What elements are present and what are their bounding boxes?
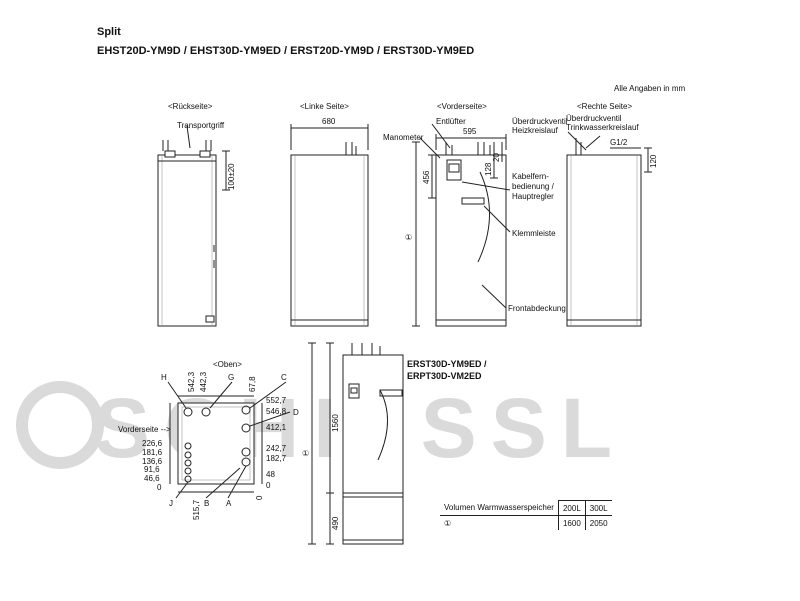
- units-note: Alle Angaben in mm: [614, 84, 686, 93]
- tall-dim-upper: 1560: [331, 414, 340, 432]
- front-view: [412, 123, 511, 327]
- tall-unit-view: [308, 342, 404, 545]
- left-dim-2: 181,6: [142, 448, 163, 457]
- model-list-title: EHST20D-YM9D / EHST30D-YM9ED / ERST20D-Y…: [97, 45, 475, 57]
- terminal-label: Klemmleiste: [512, 229, 556, 238]
- table-row: Volumen Warmwasserspeicher 200L 300L: [440, 500, 612, 516]
- left-dim-4: 91,6: [144, 465, 160, 474]
- handle-height-dim: 100±20: [227, 163, 236, 190]
- connection-c: C: [281, 373, 287, 382]
- thread-label: G1/2: [610, 138, 628, 147]
- bottom-dim-1: 515,7: [192, 499, 201, 520]
- left-dim-6: 0: [157, 483, 162, 492]
- right-dim-1: 552,7: [266, 396, 287, 405]
- tall-model-label-2: ERPT30D-VM2ED: [407, 371, 482, 381]
- valve-dhw-label-1: Überdruckventil: [566, 114, 622, 123]
- tall-height-symbol: ①: [302, 449, 309, 458]
- right-dim-3: 412,1: [266, 423, 287, 432]
- series-title: Split: [97, 26, 121, 38]
- right-side-view: [566, 131, 652, 327]
- front-cover-label: Frontabdeckung: [508, 304, 566, 313]
- top-dim-1: 542,3: [187, 371, 196, 392]
- valve-heating-label-2: Heizkreislauf: [512, 126, 559, 135]
- right-dim-2: 546,8: [266, 407, 287, 416]
- tall-dim-lower: 490: [331, 516, 340, 530]
- remote-label-2: bedienung /: [512, 182, 555, 191]
- tall-model-label-1: ERST30D-YM9ED /: [407, 359, 487, 369]
- table-row: ① 1600 2050: [440, 515, 612, 530]
- manometer-label: Manometer: [383, 133, 424, 142]
- transport-handle-label: Transportgriff: [177, 121, 225, 130]
- connection-a: A: [226, 499, 232, 508]
- front-side-label: Vorderseite -->: [118, 425, 171, 434]
- top-view-title: <Oben>: [213, 360, 242, 369]
- vent-label: Entlüfter: [436, 117, 466, 126]
- height-456-dim: 456: [422, 170, 431, 184]
- table-col-200: 200L: [557, 500, 586, 516]
- left-dim-1: 226,6: [142, 439, 163, 448]
- remote-label-1: Kabelfern-: [512, 172, 549, 181]
- connection-d: D: [293, 408, 299, 417]
- table-value-300: 2050: [584, 515, 612, 530]
- valve-dhw-label-2: Trinkwasserkreislauf: [566, 123, 639, 132]
- volume-table: Volumen Warmwasserspeicher 200L 300L ① 1…: [440, 500, 612, 530]
- table-col-300: 300L: [584, 500, 612, 516]
- valve-heating-label-1: Überdruckventil: [512, 117, 568, 126]
- top-dim-3: 67,8: [248, 376, 257, 392]
- height-128-dim: 128: [484, 162, 493, 176]
- height-120-dim: 120: [649, 154, 658, 168]
- connection-b: B: [204, 499, 209, 508]
- front-view-title: <Vorderseite>: [437, 102, 487, 111]
- bottom-dim-2: 0: [255, 495, 264, 500]
- top-dim-2: 442,3: [199, 371, 208, 392]
- left-side-view: [290, 124, 369, 327]
- left-dim-5: 46,6: [144, 474, 160, 483]
- left-dim-3: 136,6: [142, 457, 163, 466]
- rear-view-title: <Rückseite>: [168, 102, 213, 111]
- depth-dim: 680: [322, 117, 336, 126]
- connection-h: H: [161, 373, 167, 382]
- table-value-200: 1600: [557, 515, 586, 530]
- top-view: [167, 381, 291, 499]
- right-dim-5: 182,7: [266, 454, 287, 463]
- table-row-label: ①: [440, 515, 559, 530]
- right-view-title: <Rechte Seite>: [577, 102, 632, 111]
- width-dim: 595: [463, 127, 477, 136]
- connection-j: J: [169, 499, 173, 508]
- rear-view: [157, 125, 230, 327]
- right-dim-7: 0: [266, 481, 271, 490]
- left-view-title: <Linke Seite>: [300, 102, 349, 111]
- remote-label-3: Hauptregler: [512, 192, 554, 201]
- table-header-label: Volumen Warmwasserspeicher: [440, 500, 559, 516]
- front-height-symbol: ①: [405, 233, 412, 242]
- connection-g: G: [228, 373, 234, 382]
- right-dim-6: 48: [266, 470, 275, 479]
- height-20-dim: 20: [492, 153, 501, 162]
- right-dim-4: 242,7: [266, 444, 287, 453]
